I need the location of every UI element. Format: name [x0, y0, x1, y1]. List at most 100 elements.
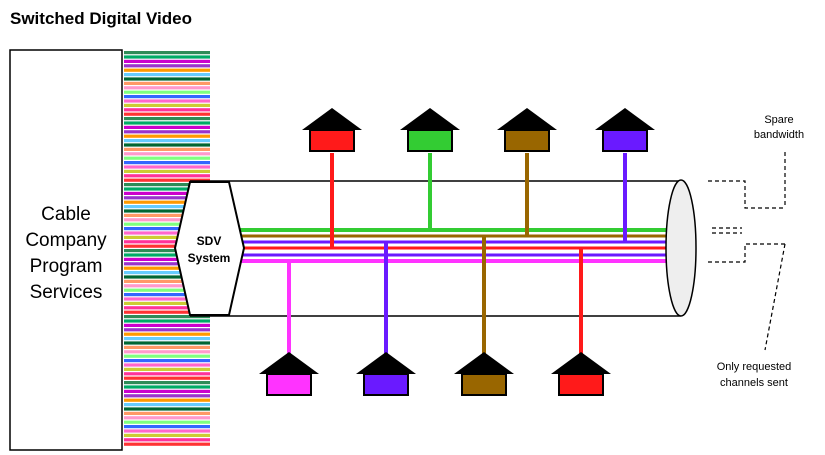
channel-stripe	[124, 161, 210, 165]
houses	[259, 108, 655, 396]
channel-stripe	[124, 297, 210, 301]
channel-stripe	[124, 218, 210, 222]
channel-stripe	[124, 416, 210, 420]
house-body	[558, 373, 604, 396]
channel-stripe	[124, 354, 210, 358]
channel-stripe	[124, 112, 210, 116]
channel-stripe	[124, 407, 210, 411]
channel-stripe	[124, 183, 210, 187]
house-roof	[551, 352, 611, 374]
channel-stripe	[124, 293, 210, 297]
channel-stripe	[124, 257, 210, 261]
channel-stripe	[124, 108, 210, 112]
channel-stripe	[124, 99, 210, 103]
sdv-box	[173, 181, 246, 316]
channel-stripe	[124, 341, 210, 345]
house-roof	[454, 352, 514, 374]
channel-stripe	[124, 103, 210, 107]
house-roof	[497, 108, 557, 130]
channel-stripe	[124, 411, 210, 415]
channel-stripe	[124, 213, 210, 217]
channel-stripe	[124, 55, 210, 59]
channel-stripe	[124, 125, 210, 129]
channel-stripe	[124, 381, 210, 385]
channel-stripes	[124, 51, 210, 446]
channel-stripe	[124, 385, 210, 389]
source-line-4: Services	[30, 282, 103, 303]
source-line-1: Cable	[41, 204, 91, 225]
spare-line-1: Spare	[764, 114, 793, 126]
channel-stripe	[124, 442, 210, 446]
channel-stripe	[124, 222, 210, 226]
channel-stripe	[124, 398, 210, 402]
house-roof	[595, 108, 655, 130]
channel-stripe	[124, 249, 210, 253]
channel-stripe	[124, 328, 210, 332]
spare-line-2: bandwidth	[754, 129, 804, 141]
house-top-red	[302, 108, 362, 152]
channel-stripe	[124, 323, 210, 327]
channel-stripe	[124, 90, 210, 94]
house-body	[309, 129, 355, 152]
channel-stripe	[124, 363, 210, 367]
channel-stripe	[124, 152, 210, 156]
channel-stripe	[124, 130, 210, 134]
house-body	[363, 373, 409, 396]
channel-stripe	[124, 235, 210, 239]
channel-stripe	[124, 275, 210, 279]
channel-stripe	[124, 319, 210, 323]
channel-stripe	[124, 394, 210, 398]
house-body	[407, 129, 453, 152]
channel-stripe	[124, 227, 210, 231]
channel-stripe	[124, 438, 210, 442]
source-box	[9, 49, 123, 451]
source-line-2: Company	[25, 230, 107, 251]
channel-stripe	[124, 200, 210, 204]
cable-channel-lines	[240, 228, 682, 263]
channel-stripe	[124, 367, 210, 371]
channel-stripe	[124, 420, 210, 424]
sdv-line-2: System	[188, 251, 231, 265]
channel-stripe	[124, 389, 210, 393]
house-roof	[400, 108, 460, 130]
requested-line-2: channels sent	[720, 377, 788, 389]
channel-stripe	[124, 205, 210, 209]
house-bottom-brown	[454, 352, 514, 396]
channel-stripe	[124, 147, 210, 151]
channel-stripe	[124, 284, 210, 288]
channel-stripe	[124, 81, 210, 85]
channel-stripe	[124, 139, 210, 143]
channel-stripe	[124, 279, 210, 283]
channel-stripe	[124, 288, 210, 292]
house-body	[461, 373, 507, 396]
channel-stripe	[124, 350, 210, 354]
channel-stripe	[124, 240, 210, 244]
requested-line-1: Only requested	[717, 361, 792, 373]
channel-stripe	[124, 59, 210, 63]
channel-stripe	[124, 68, 210, 72]
channel-stripe	[124, 178, 210, 182]
house-bottom-magenta	[259, 352, 319, 396]
channel-stripe	[124, 187, 210, 191]
channel-stripe	[124, 244, 210, 248]
channel-stripe	[124, 262, 210, 266]
channel-stripe	[124, 169, 210, 173]
house-body	[266, 373, 312, 396]
channel-stripe	[124, 429, 210, 433]
channel-stripe	[124, 271, 210, 275]
channel-stripe	[124, 191, 210, 195]
diagram-title: Switched Digital Video	[10, 9, 192, 28]
channel-stripe	[124, 372, 210, 376]
house-roof	[356, 352, 416, 374]
house-body	[504, 129, 550, 152]
channel-stripe	[124, 306, 210, 310]
channel-stripe	[124, 134, 210, 138]
channel-stripe	[124, 315, 210, 319]
channel-stripe	[124, 174, 210, 178]
channel-stripe	[124, 165, 210, 169]
channel-stripe	[124, 253, 210, 257]
house-top-green	[400, 108, 460, 152]
spare-bandwidth-bracket	[708, 152, 786, 351]
channel-stripe	[124, 209, 210, 213]
